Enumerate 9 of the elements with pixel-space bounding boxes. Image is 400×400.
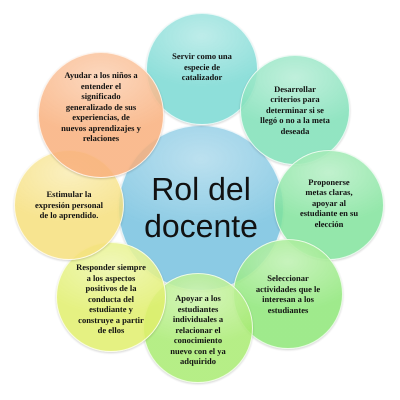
role-text: Responder siempre a los aspectos positivos de la conducta del estudiante y construye a partir de ellos (76, 262, 146, 336)
role-text: Proponerse metas claras, apoyar al estudiante en su elección (298, 176, 360, 230)
role-text: Estimular la expresión personal de lo aprendido. (34, 189, 104, 221)
role-text: Desarrollar criterios para determinar si se llegó o no a la meta deseada (259, 84, 331, 136)
role-text: Apoyar a los estudiantes individuales a relacionar el conocimiento nuevo con el ya adquirido (169, 293, 227, 367)
role-text: Ayudar a los niños a entender el significado generalizado de sus experiencias, de nuevos aprendizajes y relaciones (61, 70, 141, 144)
role-text: Seleccionar actividades que le interesan a los estudiantes (254, 273, 322, 315)
role-text: Servir como una especie de catalizador (171, 51, 233, 83)
title-text: Rol del docente (143, 171, 259, 245)
